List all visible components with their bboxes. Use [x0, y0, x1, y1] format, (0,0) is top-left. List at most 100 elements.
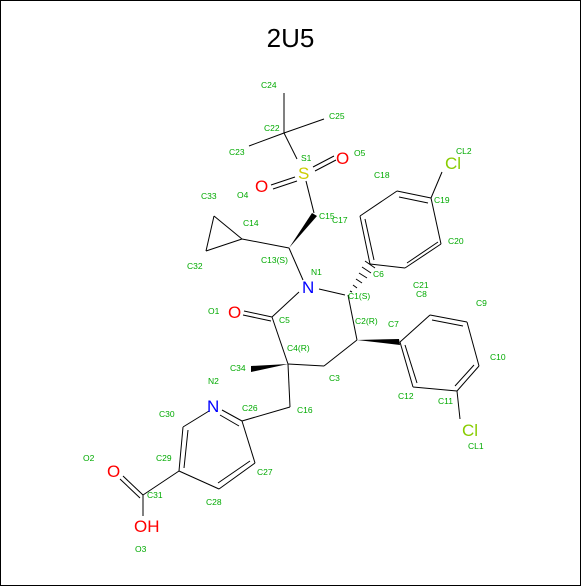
bond-c26-n2 [221, 409, 243, 422]
atom-symbol-cl-bot: Cl [462, 421, 478, 440]
bond-c22-s1 [283, 132, 298, 160]
label-c23: C23 [229, 147, 245, 157]
bond-s1-o4-a [270, 176, 296, 186]
bond-c13-n1 [288, 247, 304, 281]
bond-c14-c32 [205, 238, 243, 252]
atom-symbol-o-top-left: O [255, 177, 268, 196]
bond-c10-c11-inner [454, 364, 475, 387]
atom-symbol-s: S [298, 164, 309, 183]
label-c1s: C1(S) [348, 291, 370, 301]
bond-s1-o5-a [312, 155, 335, 168]
atom-symbol-o-bot: O [107, 462, 120, 481]
label-o4: O4 [237, 190, 249, 200]
label-c6: C6 [373, 269, 384, 279]
bond-c16-c26 [241, 406, 291, 422]
bond-c3-c2 [323, 339, 358, 367]
bond-s1-c15 [305, 180, 315, 214]
bond-c12-c7-inner [404, 344, 418, 384]
bond-c5-o1-b [242, 314, 272, 322]
atom-symbol-n1: N [302, 278, 314, 297]
label-cl2: CL2 [456, 146, 472, 156]
bond-c2-c7-wedge [357, 339, 400, 345]
bond-c31-o2-a [122, 475, 144, 496]
label-o2: O2 [83, 453, 95, 463]
bond-c11-cl1 [456, 390, 461, 420]
label-c20: C20 [448, 236, 464, 246]
bond-c18-c17 [359, 190, 398, 217]
label-c9: C9 [476, 298, 487, 308]
bond-c22-c25 [283, 118, 325, 134]
bond-c29-c31 [142, 470, 180, 496]
label-s1: S1 [301, 153, 312, 163]
bond-s1-o4-b [272, 180, 298, 190]
label-o3: O3 [135, 544, 147, 554]
atom-symbol-o-mid: O [228, 303, 241, 322]
label-c10: C10 [490, 352, 506, 362]
bond-c11-c12 [412, 386, 458, 392]
bond-c13-c14 [241, 238, 290, 249]
bond-n1-c5 [271, 291, 300, 318]
bond-c19-cl2 [430, 171, 443, 199]
label-c26: C26 [242, 403, 258, 413]
bond-c27-c26 [241, 420, 256, 464]
bond-c8-c9 [429, 314, 468, 323]
label-c5: C5 [279, 315, 290, 325]
bond-s1-o5-b [314, 159, 337, 172]
label-c32: C32 [187, 261, 203, 271]
bond-c30-c29 [178, 426, 184, 472]
bond-c31-o2-b [119, 478, 141, 499]
label-c29: C29 [156, 453, 172, 463]
label-c15: C15 [319, 211, 335, 221]
label-c4r: C4(R) [287, 343, 310, 353]
bond-n1-c1 [318, 288, 346, 296]
bond-c26-n2-inner [219, 414, 240, 427]
atom-labels: Cl S O O N O N Cl O OH CL2 C18 C19 C20 C… [83, 80, 506, 554]
bond-c17-c6-inner [364, 218, 375, 261]
label-c21: C21 [413, 280, 429, 290]
bond-c10-c11 [456, 365, 480, 392]
bond-c4-c16 [287, 363, 291, 408]
label-c14: C14 [243, 218, 259, 228]
bond-c6-c21 [369, 263, 406, 269]
label-c3: C3 [329, 373, 340, 383]
label-c24: C24 [261, 80, 277, 90]
label-n1: N1 [311, 267, 322, 277]
bond-c30-c29-inner [183, 429, 189, 469]
label-c12: C12 [398, 391, 414, 401]
bond-c1-c6-hash [349, 260, 376, 293]
bond-c14-c33 [213, 215, 243, 240]
bond-c22-c23 [248, 132, 285, 147]
bond-n2-c30 [182, 410, 210, 428]
label-c33: C33 [201, 191, 217, 201]
label-o1: O1 [208, 306, 220, 316]
bond-c12-c7 [399, 341, 414, 388]
bond-c7-c8 [399, 314, 431, 343]
bond-c21-c20 [404, 243, 442, 269]
label-c16: C16 [297, 405, 313, 415]
bond-c29-c28 [178, 470, 220, 490]
label-c7: C7 [388, 319, 399, 329]
label-c31: C31 [147, 490, 163, 500]
bond-c20-c19 [430, 197, 442, 245]
bonds [119, 93, 480, 516]
label-c30: C30 [159, 409, 175, 419]
label-c2r: C2(R) [355, 316, 378, 326]
bond-c19-c18-inner [398, 196, 429, 204]
atom-symbol-oh: OH [134, 517, 160, 536]
label-c18: C18 [374, 170, 390, 180]
label-c27: C27 [257, 467, 273, 477]
molecule-title: 2U5 [266, 23, 315, 53]
label-c22: C22 [264, 123, 280, 133]
bond-c5-o1-a [243, 310, 273, 318]
bond-c2-c1 [347, 294, 358, 341]
label-c25: C25 [329, 111, 345, 121]
bond-c4-c34-wedge [251, 364, 288, 372]
bond-c13-c15-wedge [289, 213, 317, 248]
bond-c5-c4 [271, 316, 289, 365]
label-n2: N2 [208, 376, 219, 386]
label-c17: C17 [332, 215, 348, 225]
atom-symbol-o-top-right: O [336, 149, 349, 168]
bond-c8-c9-inner [431, 319, 464, 327]
label-c8: C8 [416, 289, 427, 299]
